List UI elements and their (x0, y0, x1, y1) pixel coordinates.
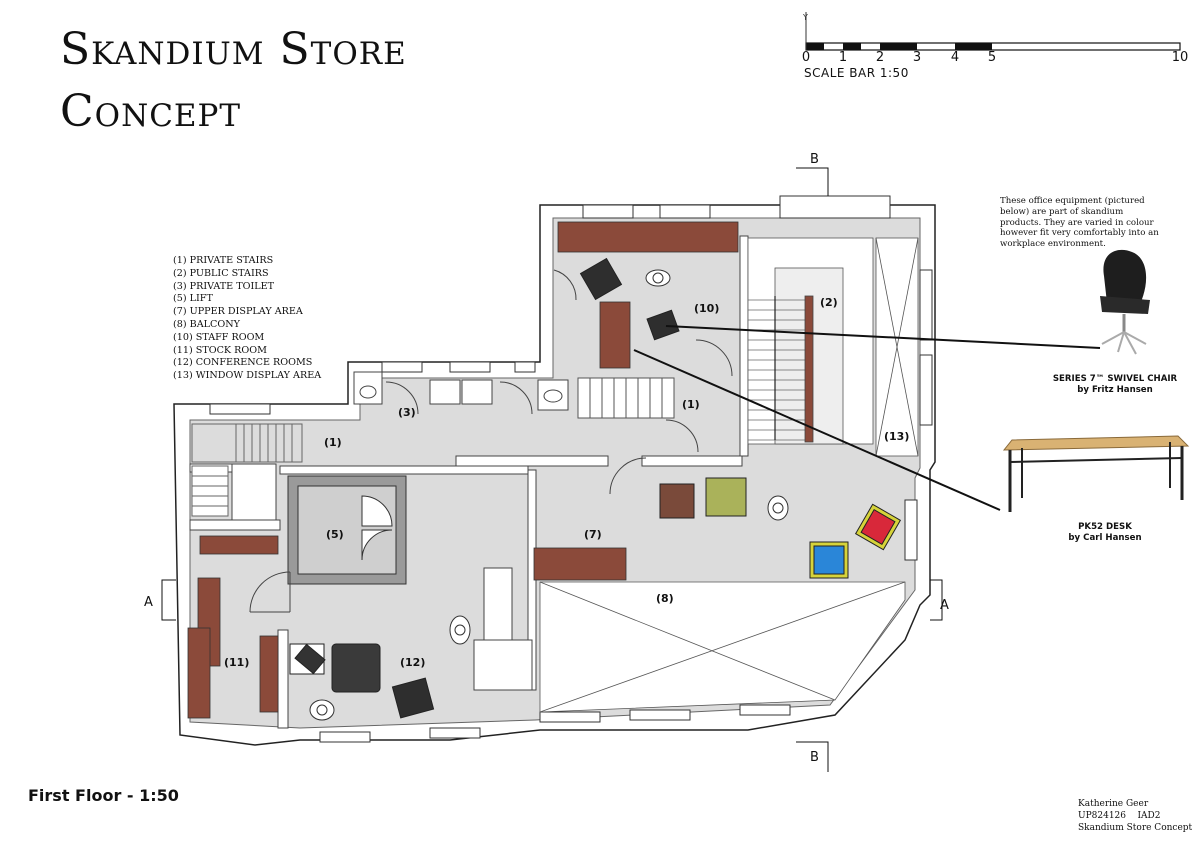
scale-tick-0: 0 (801, 50, 811, 65)
legend-item: (3) PRIVATE TOILET (173, 280, 275, 292)
project-name: Skandium Store Concept (1078, 823, 1193, 833)
floor-label: First Floor - 1:50 (28, 786, 179, 805)
chair-name: SERIES 7™ SWIVEL CHAIR (1052, 374, 1178, 384)
section-marker-b-top: B (810, 152, 819, 167)
room-label-balcony: (8) (656, 592, 674, 605)
page-title-line-1: Skandium Store (60, 24, 407, 75)
scale-tick-3: 3 (912, 50, 922, 65)
legend-item: (1) PRIVATE STAIRS (173, 255, 274, 266)
scale-bar-label: SCALE BAR 1:50 (804, 66, 909, 80)
desk-name: PK52 DESK (1078, 522, 1132, 532)
product-note: These office equipment (pictured below) … (1000, 196, 1159, 250)
course-code: IAD2 (1137, 811, 1161, 821)
scale-tick-4: 4 (950, 50, 960, 65)
legend-item: (2) PUBLIC STAIRS (173, 267, 269, 279)
room-legend: (1) PRIVATE STAIRS (2) PUBLIC STAIRS (3)… (173, 255, 321, 383)
room-labels: (1) (1) (2) (3) (5) (7) (8) (10) (11) (1… (224, 296, 909, 669)
people-figures (309, 269, 789, 721)
scale-tick-10: 10 (1171, 50, 1189, 65)
chair-maker: by Fritz Hansen (1077, 385, 1153, 395)
chairs-and-tables (289, 257, 902, 719)
private-stairs-right (577, 377, 675, 419)
legend-item: (5) LIFT (173, 293, 213, 305)
swivel-chair-image (1100, 249, 1150, 355)
legend-item: (10) STAFF ROOM (173, 331, 265, 343)
scale-tick-5: 5 (987, 50, 997, 65)
page-title-line-2: Concept (60, 86, 242, 137)
section-marker-b-bottom: B (810, 750, 819, 765)
toilets (353, 371, 569, 411)
door-swings (249, 269, 733, 613)
svg-text:Y: Y (802, 13, 808, 22)
legend-item: (11) STOCK ROOM (173, 344, 267, 356)
legend-item: (12) CONFERENCE ROOMS (173, 357, 313, 369)
room-label-staff-room: (10) (694, 302, 719, 315)
balcony-area (539, 581, 906, 713)
room-label-upper-display: (7) (584, 528, 602, 541)
room-label-window-display: (13) (884, 430, 909, 443)
legend-item: (13) WINDOW DISPLAY AREA (173, 370, 322, 382)
section-marker-a-right: A (940, 598, 949, 613)
callout-lines (633, 325, 1101, 511)
scale-tick-2: 2 (875, 50, 885, 65)
lift-shaft (287, 475, 407, 585)
desk-maker: by Carl Hansen (1068, 533, 1142, 543)
window-display-area (875, 237, 919, 457)
desk-caption: PK52 DESK by Carl Hansen (1030, 522, 1180, 544)
room-label-stock-room: (11) (224, 656, 249, 669)
wood-furniture (187, 221, 739, 719)
desk-image (1002, 435, 1190, 512)
room-label-private-stairs-right: (1) (682, 398, 700, 411)
author-credits: Katherine Geer UP824126 IAD2 Skandium St… (1078, 798, 1192, 834)
public-stairs (747, 237, 874, 445)
legend-item: (8) BALCONY (173, 318, 240, 330)
room-label-private-toilet: (3) (398, 406, 416, 419)
legend-item: (7) UPPER DISPLAY AREA (173, 306, 303, 318)
author-name: Katherine Geer (1078, 799, 1149, 809)
windows (209, 195, 933, 743)
room-label-private-stairs-left: (1) (324, 436, 342, 449)
author-id-line: UP824126 IAD2 (1078, 810, 1192, 822)
room-label-lift: (5) (326, 528, 344, 541)
scale-bar: Y (802, 12, 1181, 51)
section-markers (161, 167, 943, 772)
room-label-public-stairs: (2) (820, 296, 838, 309)
scale-tick-1: 1 (838, 50, 848, 65)
section-marker-a-left: A (144, 595, 153, 610)
chair-caption: SERIES 7™ SWIVEL CHAIR by Fritz Hansen (1040, 374, 1190, 396)
private-stairs-left (191, 423, 303, 517)
student-id: UP824126 (1078, 811, 1126, 821)
room-label-conference-rooms: (12) (400, 656, 425, 669)
